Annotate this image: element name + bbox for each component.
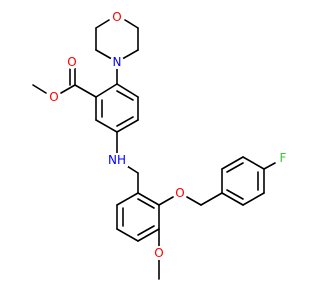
bond [242,192,265,206]
bond [74,84,97,98]
bond [137,198,155,209]
carbonyl-oxygen-bg [65,55,79,69]
methoxy-oxygen-bg [152,246,166,260]
bond [60,84,76,94]
bond [186,196,202,206]
fluorine-label: F [280,151,287,165]
benzyloxy-oxygen-bg [173,186,187,200]
morpholine-nitrogen-label: N [113,55,122,69]
bond [116,192,139,206]
bond [116,83,139,98]
amine-label: NH [108,153,126,167]
bond [95,119,118,133]
morpholine-nitrogen-bg [110,55,124,69]
molecule-structure: O N O O NH O F O [32,10,290,280]
bonds [32,19,276,280]
bond [137,228,160,242]
benzyloxy-oxygen-label: O [175,186,184,200]
bond [124,19,139,29]
bond [263,162,276,170]
bond [116,228,139,242]
bond [242,156,265,170]
bond [116,119,139,133]
bond [221,156,244,170]
bond [137,192,160,206]
bond [221,192,244,206]
bond [95,19,110,29]
bond [32,84,47,94]
amine-bg [106,153,128,167]
fluorine-bg [276,151,290,165]
bond [226,189,244,200]
bond [137,225,155,236]
bond [200,192,223,206]
carbonyl-oxygen-label: O [67,55,76,69]
bond [226,162,244,173]
bond [126,165,139,174]
bond [158,196,174,206]
methoxy-oxygen-label: O [154,246,163,260]
structure-canvas: O N O O NH O F O [32,10,290,280]
atom-labels: O N O O NH O F O [47,10,290,260]
bond [116,90,134,101]
ester-oxygen-bg [47,90,61,104]
ester-oxygen-label: O [49,90,58,104]
morpholine-oxygen-label: O [112,10,121,24]
bond [95,83,118,98]
bond [116,116,134,127]
morpholine-oxygen-bg [110,10,124,24]
